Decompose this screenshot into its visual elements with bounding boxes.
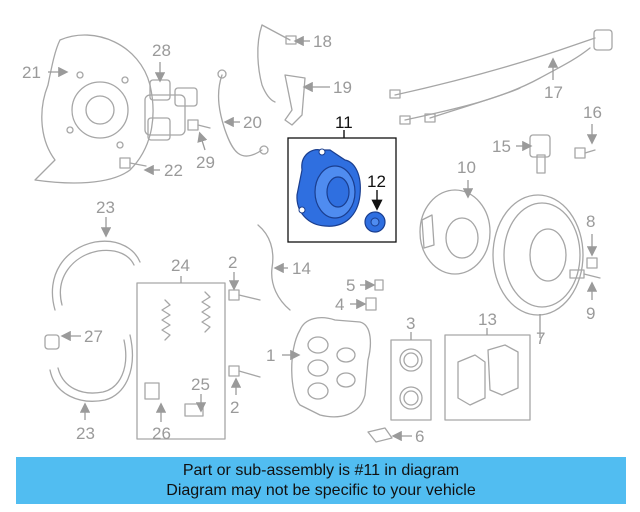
callout-23-upper: 23: [96, 198, 115, 217]
callout-18: 18: [313, 32, 332, 51]
bleeder-5-part: [374, 279, 384, 291]
callout-13: 13: [478, 310, 497, 329]
callout-10: 10: [457, 158, 476, 177]
callout-22: 22: [164, 161, 183, 180]
callout-28: 28: [152, 41, 171, 60]
callout-23-lower: 23: [76, 424, 95, 443]
callout-27: 27: [84, 327, 103, 346]
callout-2-upper: 2: [228, 253, 237, 272]
callout-11: 11: [335, 113, 353, 132]
callout-26: 26: [152, 424, 171, 443]
callout-3: 3: [406, 314, 415, 333]
banner-line-1: Part or sub-assembly is #11 in diagram: [182, 462, 460, 479]
bracket-19-part: [284, 74, 306, 126]
caliper-part: [291, 317, 372, 418]
highlighted-part-11: [296, 148, 361, 227]
nut-12-part: [364, 211, 386, 233]
callout-16: 16: [583, 103, 602, 122]
seal-kit-box: [390, 339, 432, 421]
callout-2-lower: 2: [230, 398, 239, 417]
callout-1: 1: [266, 346, 275, 365]
wear-sensor-14-part: [257, 224, 291, 311]
wear-sensor-harness-part: [389, 29, 613, 125]
bolt-22-part: [119, 157, 147, 169]
callout-21: 21: [22, 63, 41, 82]
wheel-hub-part: [419, 189, 491, 275]
callout-17: 17: [544, 83, 563, 102]
bolt-2-upper-part: [228, 289, 261, 301]
bolt-16-part: [574, 147, 596, 159]
callout-20: 20: [243, 113, 262, 132]
parts-diagram: 21 28 22 29 20 18 19: [22, 24, 613, 446]
wheel-stud-part: [569, 269, 601, 279]
clip-27-part: [44, 334, 60, 350]
callout-15: 15: [492, 137, 511, 156]
spring-kit-box: [136, 282, 226, 440]
info-banner: Part or sub-assembly is #11 in diagram D…: [16, 457, 626, 504]
callout-29: 29: [196, 153, 215, 172]
bolt-29-part: [187, 119, 211, 131]
callout-6: 6: [415, 427, 424, 446]
speed-sensor-part: [529, 134, 551, 174]
sensor-wire-18-part: [257, 24, 276, 103]
callout-4: 4: [335, 295, 344, 314]
clip-6-part: [367, 427, 393, 443]
screw-8-part: [586, 257, 598, 269]
bolt-2-lower-part: [228, 365, 261, 378]
callout-14: 14: [292, 259, 311, 278]
cap-4-part: [365, 297, 377, 311]
callout-9: 9: [586, 304, 595, 323]
callout-25: 25: [191, 375, 210, 394]
callout-5: 5: [346, 276, 355, 295]
brake-shoe-lower-part: [49, 334, 134, 402]
assembly-11-box: [287, 137, 397, 243]
backing-plate-part: [34, 34, 154, 184]
callout-12: 12: [367, 172, 386, 191]
brake-rotor-part: [492, 194, 584, 316]
callout-7: 7: [536, 329, 545, 348]
brake-shoe-upper-part: [51, 240, 141, 311]
callout-8: 8: [586, 212, 595, 231]
brake-hose-part: [217, 74, 263, 157]
callout-24: 24: [171, 256, 190, 275]
banner-line-2: Diagram may not be specific to your vehi…: [166, 482, 476, 499]
callout-19: 19: [333, 78, 352, 97]
